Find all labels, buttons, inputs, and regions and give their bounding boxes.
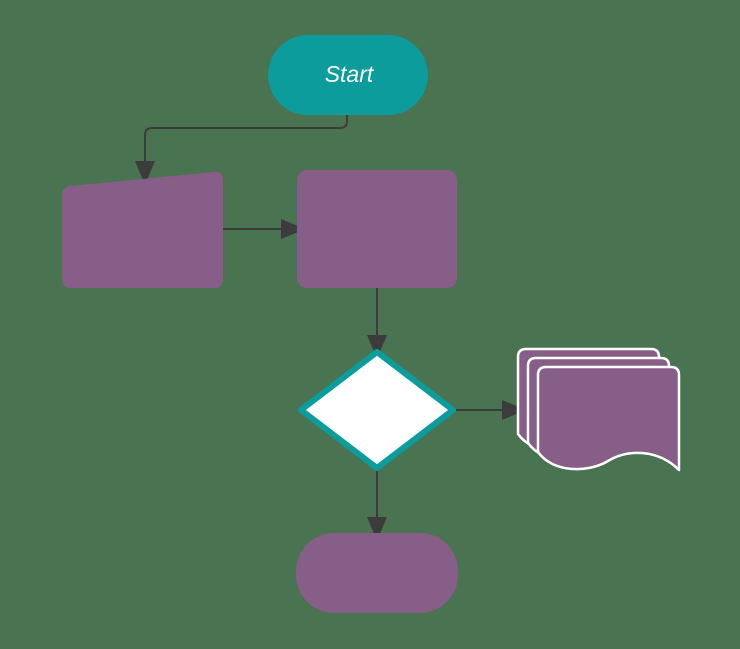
process-node[interactable] bbox=[297, 170, 457, 288]
end-node-shape[interactable] bbox=[296, 533, 458, 613]
end-node[interactable] bbox=[296, 533, 458, 613]
start-node-shape[interactable] bbox=[268, 35, 428, 115]
decision-node-shape[interactable] bbox=[298, 349, 456, 471]
multi-document-page-front[interactable] bbox=[536, 365, 681, 472]
start-node-label: Start bbox=[325, 61, 375, 87]
start-node[interactable]: Start bbox=[268, 35, 428, 115]
multi-document-node[interactable] bbox=[516, 347, 681, 472]
process-node-shape[interactable] bbox=[297, 170, 457, 288]
manual-input-node[interactable] bbox=[62, 171, 223, 288]
decision-node[interactable] bbox=[298, 349, 456, 471]
edge-start-to-manual-input[interactable] bbox=[135, 114, 348, 185]
manual-input-node-shape[interactable] bbox=[62, 171, 223, 288]
